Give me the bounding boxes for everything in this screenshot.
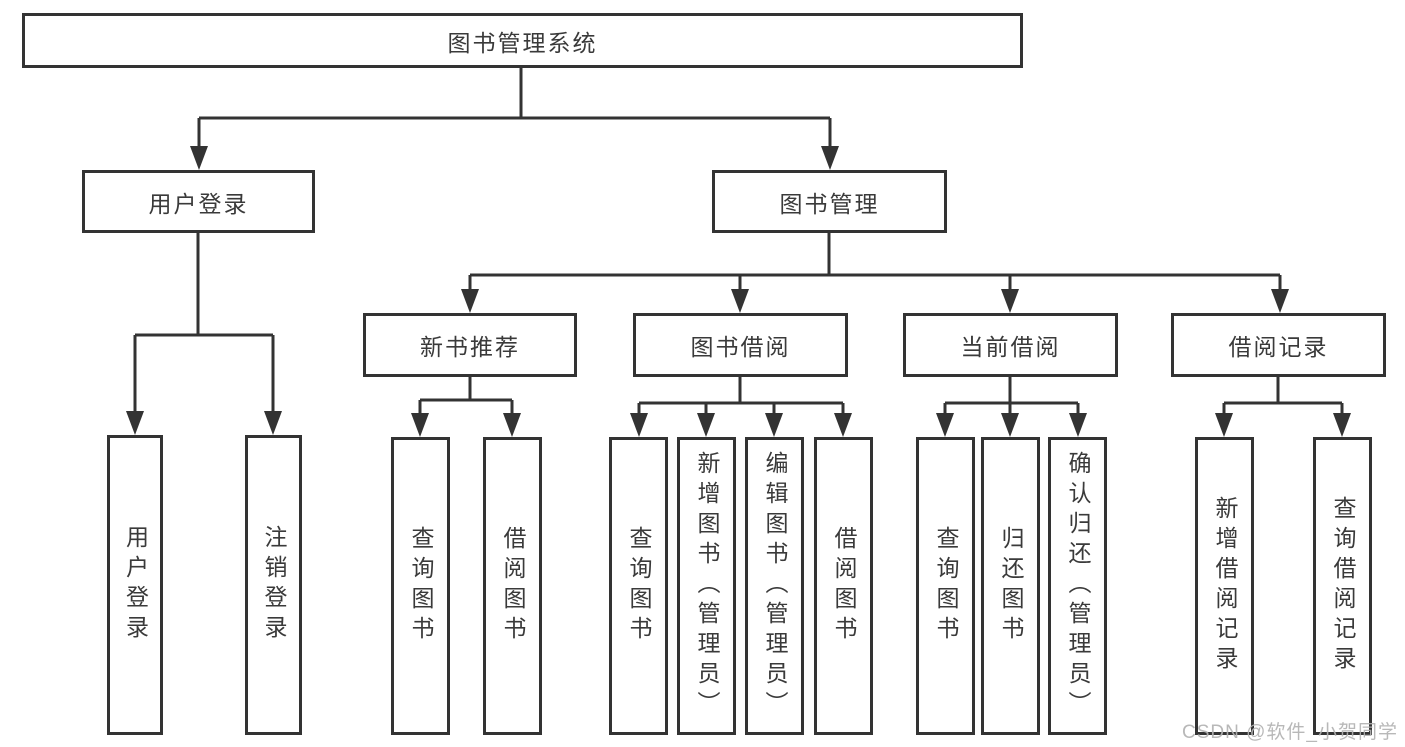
leaf-bb-add-book: 新增图书（管理员）	[677, 437, 736, 735]
leaf-br-query-record-label: 查询借阅记录	[1330, 496, 1356, 676]
node-book-mgmt: 图书管理	[712, 170, 947, 233]
leaf-rec-borrow-book-label: 借阅图书	[500, 526, 526, 646]
leaf-rec-query-book-label: 查询图书	[408, 526, 434, 646]
leaf-bb-edit-book: 编辑图书（管理员）	[745, 437, 804, 735]
node-new-book-rec: 新书推荐	[363, 313, 577, 377]
watermark: CSDN @软件_小贺同学	[1182, 722, 1398, 743]
leaf-cb-query-book-label: 查询图书	[933, 526, 959, 646]
leaf-bb-add-book-label: 新增图书（管理员）	[694, 451, 720, 721]
node-book-mgmt-label: 图书管理	[779, 190, 880, 217]
node-root: 图书管理系统	[22, 13, 1023, 68]
node-borrow-records: 借阅记录	[1171, 313, 1386, 377]
leaf-br-query-record: 查询借阅记录	[1313, 437, 1372, 735]
leaf-rec-query-book: 查询图书	[391, 437, 450, 735]
arrowhead-icons	[126, 146, 1351, 437]
connector-lines	[133, 68, 1344, 421]
leaf-bb-query-book-label: 查询图书	[626, 526, 652, 646]
leaf-user-login-label: 用户登录	[122, 525, 149, 645]
leaf-cb-confirm-return-label: 确认归还（管理员）	[1065, 451, 1091, 721]
node-user-login-label: 用户登录	[148, 190, 249, 217]
node-current-borrow-label: 当前借阅	[960, 334, 1061, 360]
leaf-rec-borrow-book: 借阅图书	[483, 437, 542, 735]
node-borrow-records-label: 借阅记录	[1228, 334, 1329, 360]
node-root-label: 图书管理系统	[447, 29, 598, 56]
node-book-borrow-label: 图书借阅	[690, 334, 791, 360]
node-current-borrow: 当前借阅	[903, 313, 1118, 377]
leaf-cb-confirm-return: 确认归还（管理员）	[1048, 437, 1107, 735]
leaf-bb-borrow-book: 借阅图书	[814, 437, 873, 735]
leaf-cb-return-book: 归还图书	[981, 437, 1040, 735]
leaf-cb-query-book: 查询图书	[916, 437, 975, 735]
leaf-logout-label: 注销登录	[261, 525, 287, 645]
leaf-cb-return-book-label: 归还图书	[998, 526, 1024, 646]
node-new-book-rec-label: 新书推荐	[420, 334, 520, 360]
leaf-br-add-record: 新增借阅记录	[1195, 437, 1254, 735]
node-user-login: 用户登录	[82, 170, 315, 233]
leaf-user-login: 用户登录	[107, 435, 163, 735]
leaf-logout: 注销登录	[245, 435, 302, 735]
leaf-bb-query-book: 查询图书	[609, 437, 668, 735]
leaf-bb-edit-book-label: 编辑图书（管理员）	[762, 451, 788, 721]
leaf-bb-borrow-book-label: 借阅图书	[831, 526, 857, 646]
node-book-borrow: 图书借阅	[633, 313, 848, 377]
leaf-br-add-record-label: 新增借阅记录	[1212, 496, 1238, 676]
